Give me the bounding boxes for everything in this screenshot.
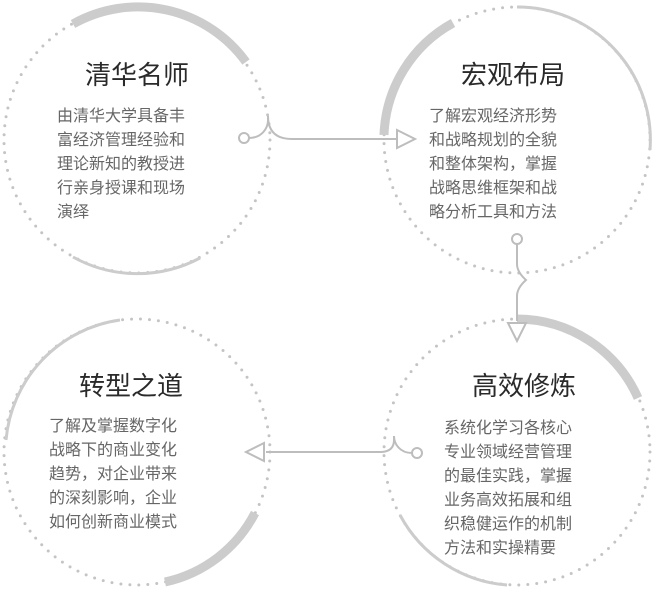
description-line: 系统化学习各核心: [444, 418, 573, 437]
description-line: 行亲身授课和现场: [57, 178, 186, 197]
node-description: 了解及掌握数字化 战略下的商业变化 趋势，对企业带来 的深刻影响，企业 如何创新…: [49, 414, 177, 534]
description-line: 略分析工具和方法: [429, 202, 558, 221]
node-description: 系统化学习各核心 专业领域经营管理 的最佳实践，掌握 业务高效拓展和组 织稳健运…: [444, 416, 572, 560]
description-line: 专业领域经营管理: [444, 442, 573, 461]
description-line: 战略下的商业变化: [49, 440, 178, 459]
description-line: 织稳健运作的机制: [444, 514, 573, 533]
description-line: 的最佳实践，掌握: [444, 466, 573, 485]
description-line: 理论新知的教授进: [57, 154, 186, 173]
node-title: 宏观布局: [460, 61, 565, 91]
description-line: 了解及掌握数字化: [49, 416, 178, 435]
description-line: 如何创新商业模式: [49, 512, 178, 531]
node-description: 了解宏观经济形势 和战略规划的全貌 和整体架构，掌握 战略思维框架和战 略分析工…: [429, 104, 557, 224]
description-line: 方法和实操精要: [444, 538, 557, 557]
connector-2-to-3: [506, 233, 528, 344]
description-line: 富经济管理经验和: [57, 130, 186, 149]
node-title: 高效修炼: [471, 372, 576, 402]
node-title: 清华名师: [84, 61, 189, 91]
connector-3-to-4: [243, 435, 423, 463]
node-title: 转型之道: [78, 372, 183, 402]
node-description: 由清华大学具备丰 富经济管理经验和 理论新知的教授进 行亲身授课和现场 演绎: [57, 104, 185, 224]
connector-1-to-2: [238, 115, 418, 150]
description-line: 的深刻影响，企业: [49, 488, 178, 507]
description-line: 由清华大学具备丰: [57, 106, 186, 125]
description-line: 和整体架构，掌握: [429, 154, 558, 173]
description-line: 和战略规划的全貌: [429, 130, 558, 149]
description-line: 趋势，对企业带来: [49, 464, 178, 483]
circle-macro-view: [379, 5, 652, 275]
circle-tsinghua-teachers: [2, 2, 272, 276]
description-line: 战略思维框架和战: [429, 178, 558, 197]
description-line: 了解宏观经济形势: [429, 106, 558, 125]
description-line: 业务高效拓展和组: [444, 490, 573, 509]
description-line: 演绎: [57, 202, 90, 221]
circle-efficient-practice: [382, 314, 652, 587]
